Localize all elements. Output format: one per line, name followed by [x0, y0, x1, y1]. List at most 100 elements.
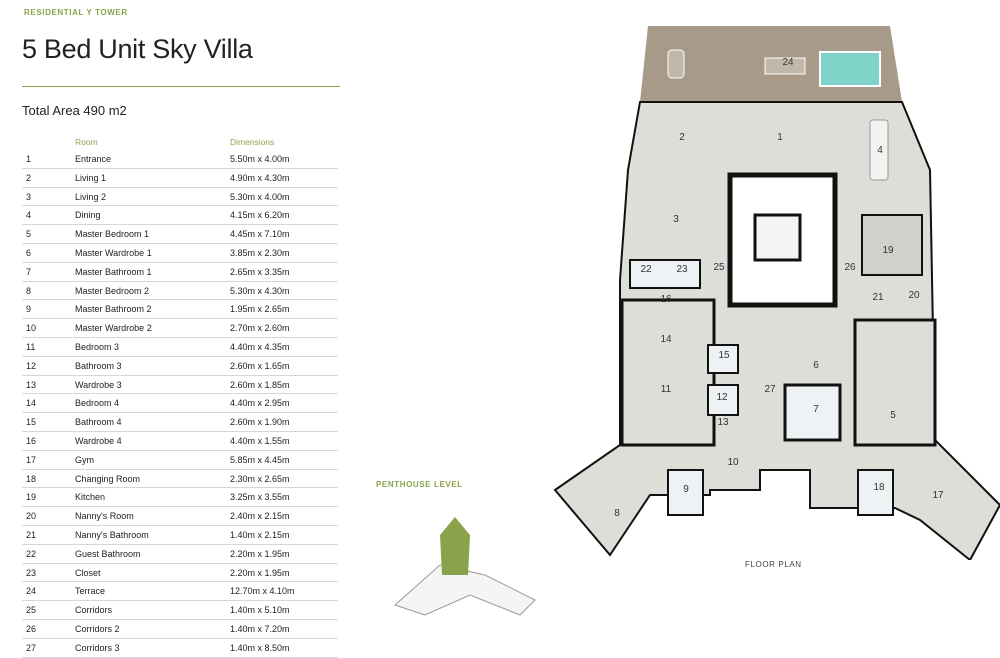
room-number-label: 25 [713, 262, 725, 273]
cell-num: 9 [26, 304, 32, 315]
cell-num: 18 [26, 473, 37, 484]
bath-18 [857, 469, 894, 516]
elevator [753, 213, 802, 262]
cell-num: 22 [26, 548, 37, 559]
room-number-label: 21 [872, 292, 884, 303]
brand-label: RESIDENTIAL Y TOWER [24, 8, 128, 17]
cell-num: 8 [26, 285, 32, 296]
bedroom-block [620, 298, 716, 447]
cell-dim: 5.30m x 4.30m [230, 285, 290, 296]
cell-dim: 3.25m x 3.55m [230, 492, 290, 503]
cell-num: 21 [26, 529, 37, 540]
cell-room: Corridors 3 [75, 642, 120, 653]
cell-num: 10 [26, 323, 37, 334]
cell-dim: 2.60m x 1.90m [230, 417, 290, 428]
dining-table [869, 119, 889, 181]
cell-num: 6 [26, 247, 32, 258]
cell-num: 5 [26, 229, 32, 240]
pool [819, 51, 881, 87]
cell-room: Master Bedroom 1 [75, 229, 150, 240]
cell-num: 15 [26, 417, 37, 428]
cell-num: 25 [26, 605, 37, 616]
cell-dim: 12.70m x 4.10m [230, 586, 295, 597]
bath-22 [629, 259, 701, 289]
cell-num: 20 [26, 511, 37, 522]
kitchen [861, 214, 923, 276]
page-title: 5 Bed Unit Sky Villa [22, 34, 253, 64]
bath-12 [707, 384, 739, 416]
cell-dim: 4.40m x 2.95m [230, 398, 290, 409]
cell-num: 23 [26, 567, 37, 578]
floor-plan-label: FLOOR PLAN [745, 560, 802, 569]
title-divider [22, 86, 340, 87]
cell-num: 14 [26, 398, 37, 409]
cell-room: Bedroom 3 [75, 341, 120, 352]
cell-dim: 1.40m x 8.50m [230, 642, 290, 653]
cell-num: 26 [26, 623, 37, 634]
penthouse-level-label: PENTHOUSE LEVEL [376, 480, 463, 489]
cell-room: Guest Bathroom [75, 548, 141, 559]
cell-room: Closet [75, 567, 101, 578]
cell-room: Bedroom 4 [75, 398, 120, 409]
cell-dim: 2.65m x 3.35m [230, 266, 290, 277]
room-number-label: 11 [661, 384, 672, 395]
cell-dim: 2.20m x 1.95m [230, 548, 290, 559]
penthouse-highlight [440, 517, 470, 575]
cell-dim: 3.85m x 2.30m [230, 247, 290, 258]
cell-dim: 2.60m x 1.65m [230, 360, 290, 371]
cell-dim: 4.15m x 6.20m [230, 210, 290, 221]
cell-room: Corridors [75, 605, 113, 616]
room-number-label: 19 [882, 245, 894, 256]
table-row: 27 Corridors 3 1.40m x 8.50m [22, 639, 338, 658]
room-number-label: 22 [640, 264, 652, 275]
room-number-label: 4 [877, 145, 883, 156]
master-suite [853, 318, 937, 447]
cell-num: 19 [26, 492, 37, 503]
cell-dim: 5.30m x 4.00m [230, 191, 290, 202]
table-row: 15 Bathroom 4 2.60m x 1.90m [22, 413, 338, 432]
cell-num: 27 [26, 642, 37, 653]
room-number-label: 8 [614, 508, 620, 519]
cell-room: Master Bathroom 2 [75, 304, 152, 315]
cell-room: Bathroom 4 [75, 417, 122, 428]
cell-room: Nanny's Bathroom [75, 529, 149, 540]
room-number-label: 7 [813, 404, 819, 415]
cell-room: Master Bedroom 2 [75, 285, 150, 296]
cell-num: 24 [26, 586, 37, 597]
room-number-label: 10 [727, 457, 739, 468]
cell-num: 13 [26, 379, 37, 390]
room-number-label: 20 [908, 290, 920, 301]
lounger [764, 57, 806, 75]
cell-room: Bathroom 3 [75, 360, 122, 371]
table-row: 22 Guest Bathroom 2.20m x 1.95m [22, 545, 338, 564]
room-number-label: 9 [683, 484, 689, 495]
cell-room: Living 1 [75, 172, 107, 183]
cell-room: Master Wardrobe 2 [75, 323, 152, 334]
table-row: 6 Master Wardrobe 1 3.85m x 2.30m [22, 244, 338, 263]
room-number-label: 16 [660, 294, 672, 305]
room-number-label: 17 [932, 490, 944, 501]
cell-dim: 5.50m x 4.00m [230, 154, 290, 164]
room-number-label: 12 [716, 392, 728, 403]
table-row: 14 Bedroom 4 4.40m x 2.95m [22, 394, 338, 414]
cell-num: 2 [26, 172, 32, 183]
bath-7 [783, 383, 842, 442]
cell-room: Master Wardrobe 1 [75, 247, 152, 258]
cell-room: Living 2 [75, 191, 107, 202]
cell-dim: 2.30m x 2.65m [230, 473, 290, 484]
cell-room: Wardrobe 3 [75, 379, 122, 390]
